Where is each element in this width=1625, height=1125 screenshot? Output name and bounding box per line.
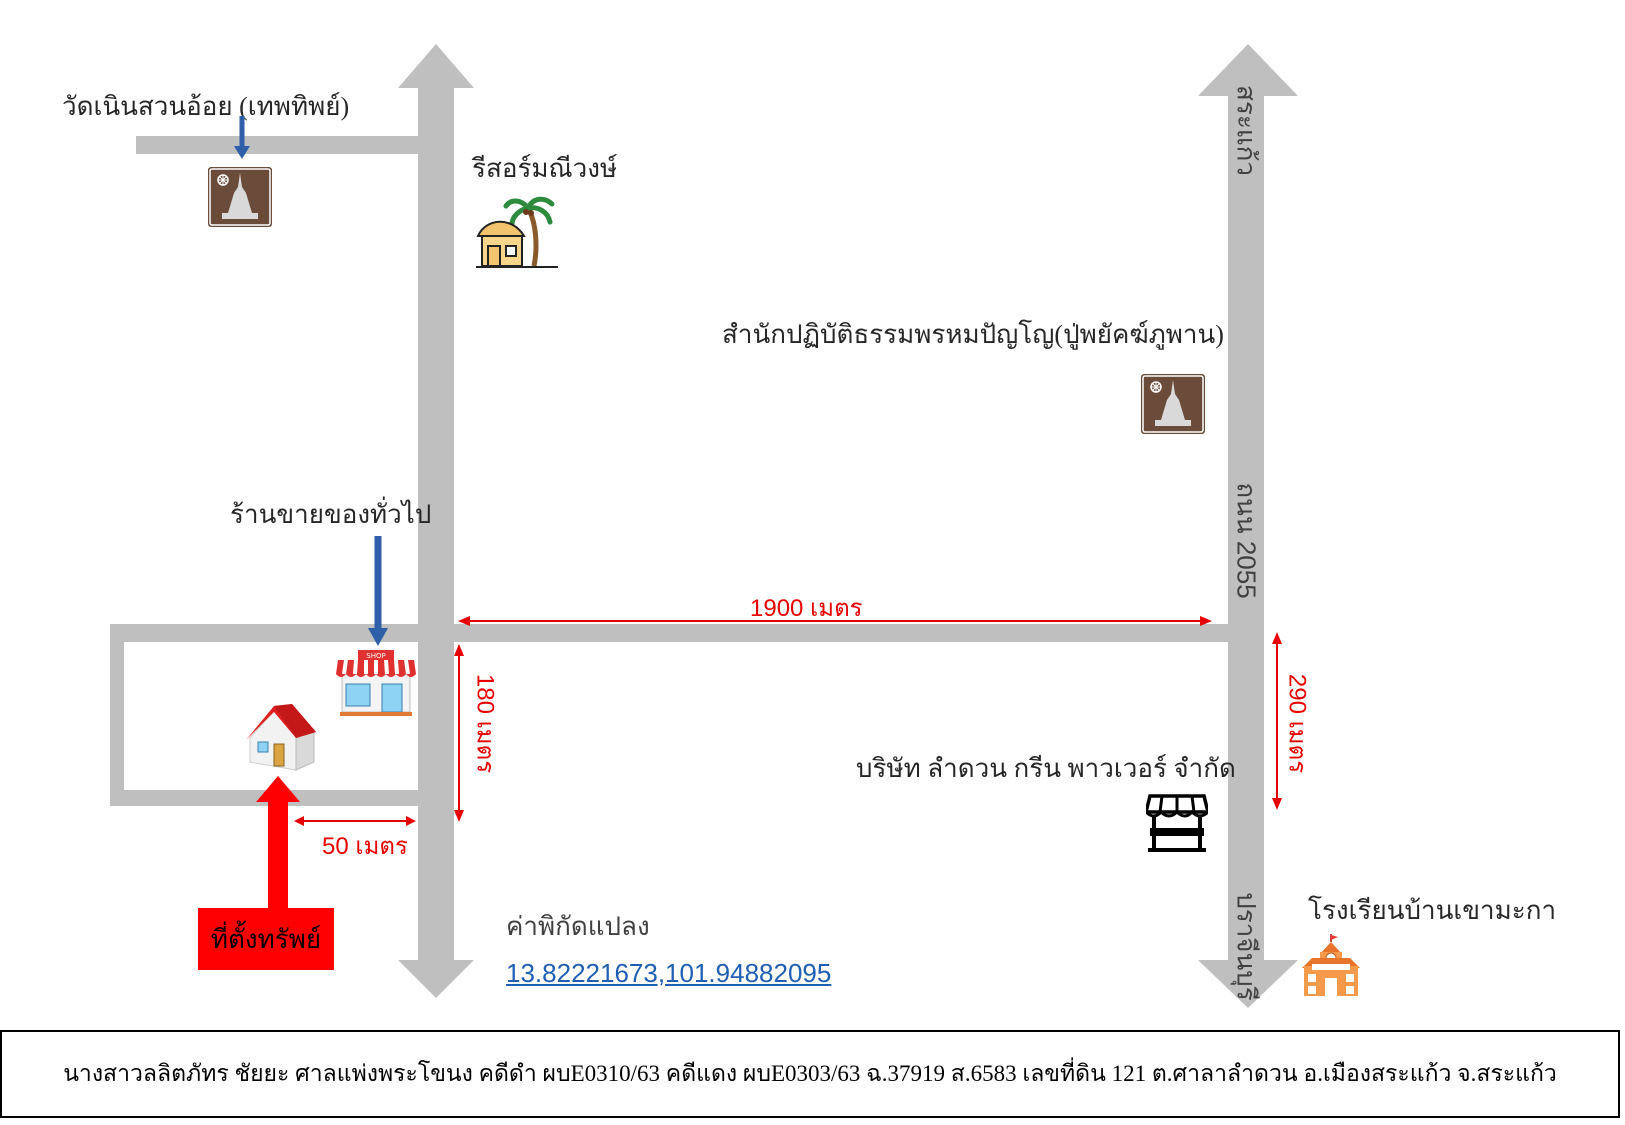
footer-info-box: นางสาวลลิตภัทร ชัยยะ ศาลแพ่งพระโขนง คดีด… [0, 1030, 1620, 1118]
road-left-north-arrow-icon [398, 44, 474, 88]
road-main-horizontal [110, 624, 1264, 642]
distance-180-label: 180 เมตร [471, 673, 499, 774]
temple-top-label: วัดเนินสวนอ้อย (เทพทิพย์) [62, 92, 350, 121]
meditation-center-label: สำนักปฏิบัติธรรมพรหมปัญโญ(ปู่พยัคฆ์ภูพาน… [722, 320, 1224, 349]
road-name-label: ถนน 2055 [1231, 482, 1262, 599]
house-icon [246, 704, 316, 771]
road-2055-north-arrow-icon [1198, 44, 1298, 96]
road-left-south-arrow-icon [398, 960, 474, 998]
distance-50-label: 50 เมตร [322, 833, 408, 860]
road-temple-branch [136, 136, 420, 154]
distance-180-arrow [454, 644, 464, 822]
property-pointer-arrow-icon [256, 776, 300, 910]
road-loop-left [110, 624, 124, 806]
market-stall-icon [1146, 794, 1208, 852]
coordinate-title: ค่าพิกัดแปลง [506, 911, 650, 941]
company-label: บริษัท ลำดวน กรีน พาวเวอร์ จำกัด [856, 754, 1236, 783]
resort-hut-palm-icon [476, 196, 558, 268]
school-icon [1302, 934, 1360, 996]
property-location-label: ที่ตั้งทรัพย์ [198, 908, 334, 970]
direction-south-label: ปราจีนบุรี [1231, 892, 1262, 1001]
distance-290-arrow [1272, 632, 1282, 810]
temple-icon [208, 167, 272, 227]
road-2055-vertical [1228, 92, 1264, 964]
distance-1900-label: 1900 เมตร [750, 595, 863, 622]
school-label: โรงเรียนบ้านเขามะกา [1308, 896, 1557, 925]
footer-text: นางสาวลลิตภัทร ชัยยะ ศาลแพ่งพระโขนง คดีด… [63, 1061, 1557, 1086]
distance-290-label: 290 เมตร [1283, 673, 1311, 774]
road-2055-south-arrow-icon [1198, 960, 1298, 1008]
road-left-vertical [418, 84, 454, 964]
distance-50-arrow [294, 816, 416, 826]
temple-icon [1141, 374, 1205, 434]
resort-label: รีสอร์มณีวงษ์ [472, 154, 618, 183]
distance-1900-arrow [458, 616, 1212, 626]
direction-north-label: สระแก้ว [1231, 85, 1262, 176]
svg-text:SHOP: SHOP [366, 652, 385, 660]
pointer-arrow-store [368, 536, 388, 646]
coordinate-link[interactable]: 13.82221673,101.94882095 [506, 958, 832, 988]
shop-icon: SHOP [336, 650, 416, 716]
pointer-arrow-temple [234, 116, 250, 159]
general-store-label: ร้านขายของทั่วไป [230, 500, 432, 529]
